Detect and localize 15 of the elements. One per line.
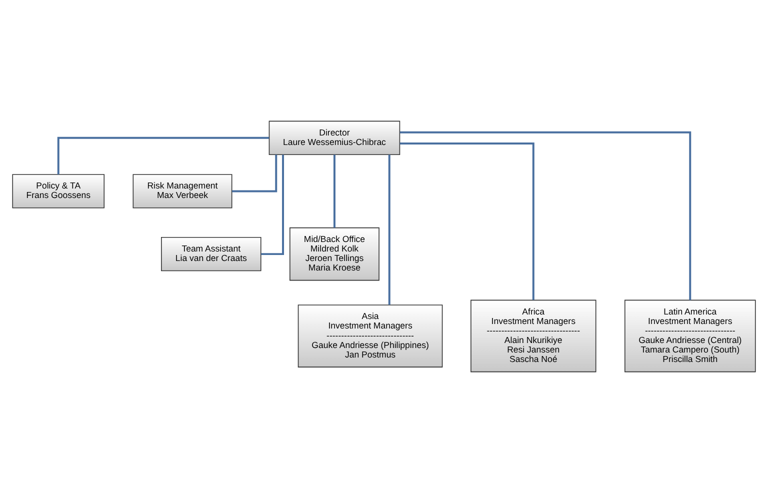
- node-box: Policy & TA Frans Goossens: [12, 174, 105, 208]
- node-box: Mid/Back Office Mildred Kolk Jeroen Tellings Maria Kroese: [290, 227, 380, 281]
- connector: [261, 154, 284, 256]
- connector: [400, 142, 534, 300]
- node-box: Team Assistant Lia van der Craats: [161, 236, 262, 272]
- node-box: Latin America Investment Managers ------------------------------- Gauke Andriesse (Central) Tamara Campero (South) Priscilla Smith: [624, 300, 756, 372]
- connector: [232, 154, 278, 192]
- node-box: Asia Investment Managers ------------------------------ Gauke Andriesse (Philippines) Jan Postmus: [298, 304, 443, 368]
- node-box: Risk Management Max Verbeek: [132, 174, 232, 208]
- node-box: Director Laure Wessemius-Chibrac: [268, 120, 400, 155]
- connector: [388, 154, 390, 305]
- connector: [400, 131, 692, 300]
- connector: [333, 154, 336, 228]
- node-box: Africa Investment Managers -------------------------------- Alain Nkurikiye Resi Janssen Sascha Noé: [470, 300, 596, 372]
- connector: [57, 136, 270, 174]
